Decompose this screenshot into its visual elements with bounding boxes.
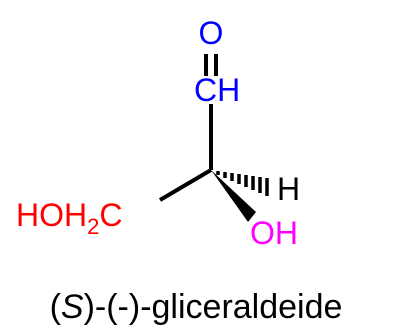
stereocenter-to-ch2-bond — [158, 168, 213, 202]
compound-name-caption: (S)-(-)-gliceraldeide — [50, 288, 343, 326]
hydroxymethyl-label: HOH2C — [16, 197, 122, 239]
hydroxymethyl-subscript: 2 — [87, 214, 99, 239]
hydrogen-label: H — [277, 171, 300, 207]
caption-rest: )-(-)-gliceraldeide — [84, 288, 343, 326]
caption-stereo-descriptor: S — [61, 288, 84, 326]
carbonyl-oxygen-label: O — [199, 15, 224, 51]
hydroxyl-label: OH — [250, 215, 298, 251]
hydroxymethyl-suffix: C — [99, 197, 122, 233]
hydroxymethyl-prefix: HOH — [16, 197, 87, 233]
aldehyde-ch-label: CH — [194, 72, 240, 108]
hashed-wedge-bond-to-h — [216, 171, 269, 196]
solid-wedge-bond-to-oh — [211, 170, 256, 222]
caption-open-paren: ( — [50, 288, 62, 326]
bonds — [158, 54, 218, 202]
